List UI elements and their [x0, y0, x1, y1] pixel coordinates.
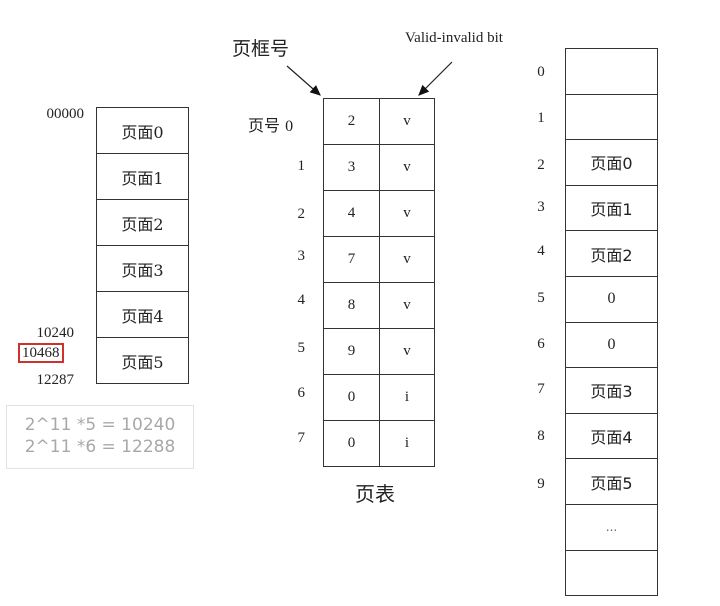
frame-number-2: 2: [537, 157, 545, 173]
valid-bit-cell: v: [403, 343, 411, 359]
frame-cell: 2: [324, 99, 380, 144]
logical-memory: 页面0 页面1 页面2 页面3 页面4 页面5: [96, 107, 189, 384]
frame-cell-8: 页面4: [566, 414, 657, 460]
page-number-value: 0: [285, 118, 294, 135]
frame-cell: 8: [324, 283, 380, 328]
frame-cell-5: 0: [566, 277, 657, 323]
frame-cell-ellipsis: ...: [566, 505, 657, 551]
frame-cell-3: 页面1: [566, 186, 657, 232]
frame-cell: 0: [324, 421, 380, 466]
page-number-3: 3: [297, 248, 306, 264]
frame-number-5: 5: [537, 290, 545, 306]
frame-number-9: 9: [537, 476, 545, 492]
frame-cell-9: 页面5: [566, 459, 657, 505]
logical-page-4: 页面4: [97, 292, 188, 338]
valid-bit-cell: v: [403, 113, 411, 129]
address-start: 00000: [46, 106, 85, 122]
frame-cell-7: 页面3: [566, 368, 657, 414]
logical-page-5: 页面5: [121, 352, 164, 372]
frame-cell-1: [566, 95, 657, 141]
valid-bit-cell: v: [403, 205, 411, 221]
frame-number-label: 页框号: [232, 38, 290, 60]
page-table-caption: 页表: [355, 482, 395, 506]
page-number-6: 6: [297, 385, 306, 401]
frame-number-arrow-icon: [286, 65, 321, 96]
frame-number-0: 0: [537, 64, 545, 80]
page-number-4: 4: [297, 292, 306, 308]
highlighted-address-box: 10468: [18, 343, 64, 363]
frame-cell-6: 0: [566, 323, 657, 369]
frame-number-8: 8: [537, 428, 545, 444]
frame-cell: 9: [324, 329, 380, 374]
address-page5-start: 10240: [36, 325, 75, 341]
frame-number-4: 4: [537, 243, 545, 259]
logical-page-1: 页面1: [97, 154, 188, 200]
frame-cell-0: [566, 49, 657, 95]
logical-page-3: 页面3: [97, 246, 188, 292]
frame-cell-4: 页面2: [566, 231, 657, 277]
page-number-prefix: 页号: [248, 116, 281, 135]
page-number-2: 2: [297, 206, 306, 222]
frame-cell-11: [566, 551, 657, 596]
valid-bit-cell: v: [403, 159, 411, 175]
page-number-5: 5: [297, 340, 306, 356]
frame-cell: 3: [324, 145, 380, 190]
valid-bit-cell: v: [403, 251, 411, 267]
address-highlighted: 10468: [18, 343, 64, 363]
frame-cell: 0: [324, 375, 380, 420]
valid-invalid-bit-label: Valid-invalid bit: [405, 30, 503, 46]
frame-number-6: 6: [537, 336, 545, 352]
logical-page-0: 页面0: [97, 108, 188, 154]
valid-bit-cell: i: [404, 435, 410, 451]
frame-cell: 7: [324, 237, 380, 282]
page-number-1: 1: [297, 158, 306, 174]
frame-number-3: 3: [537, 199, 545, 215]
valid-bit-cell: v: [403, 297, 411, 313]
frame-cell-2: 页面0: [566, 140, 657, 186]
note-line-1: 2^11 *5 = 10240: [24, 415, 176, 435]
address-end: 12287: [36, 372, 75, 388]
note-line-2: 2^11 *6 = 12288: [24, 437, 176, 457]
logical-page-2: 页面2: [97, 200, 188, 246]
frame-cell: 4: [324, 191, 380, 236]
frame-number-1: 1: [537, 110, 545, 126]
physical-memory: 页面0 页面1 页面2 0 0 页面3 页面4 页面5 ...: [565, 48, 658, 597]
valid-bit-arrow-icon: [418, 61, 453, 96]
page-number-7: 7: [297, 430, 306, 446]
frame-number-7: 7: [537, 381, 545, 397]
page-number-0: 页号 0: [248, 112, 293, 136]
calculation-note: 2^11 *5 = 10240 2^11 *6 = 12288: [6, 405, 194, 469]
valid-bit-cell: i: [404, 389, 410, 405]
